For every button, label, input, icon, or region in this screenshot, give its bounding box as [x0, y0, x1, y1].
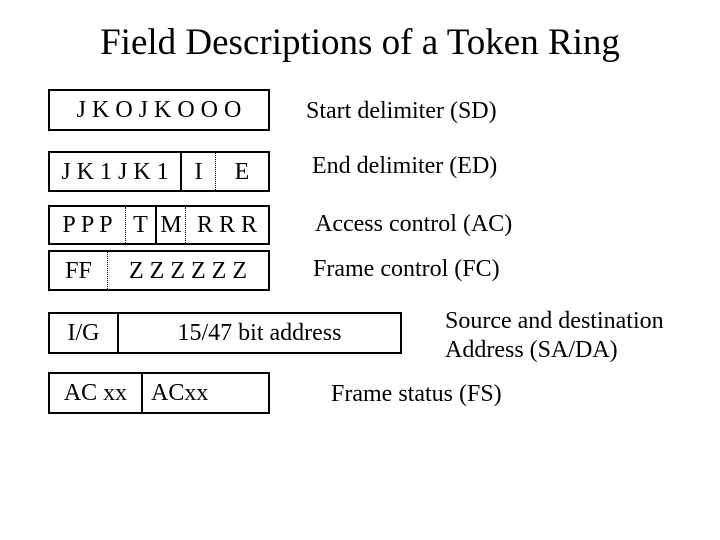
field-box-access-control: P P P T M R R R	[48, 205, 270, 245]
field-cell: AC xx	[50, 374, 143, 412]
field-label-line: Source and destination	[445, 308, 664, 334]
field-label-frame-status: Frame status (FS)	[331, 381, 502, 407]
field-cell: M	[157, 207, 186, 243]
field-box-end-delimiter: J K 1 J K 1 I E	[48, 151, 270, 192]
field-cell: R R R	[196, 212, 258, 238]
field-cell: J K O J K O O O	[76, 97, 242, 123]
field-cell: FF	[50, 252, 108, 289]
field-box-frame-control: FF Z Z Z Z Z Z	[48, 250, 270, 291]
field-label-frame-control: Frame control (FC)	[313, 256, 500, 282]
field-label-start-delimiter: Start delimiter (SD)	[306, 98, 497, 124]
field-box-start-delimiter: J K O J K O O O	[48, 89, 270, 131]
field-cell: J K 1 J K 1	[50, 153, 182, 190]
field-label-line: Address (SA/DA)	[445, 337, 618, 363]
field-box-address: I/G 15/47 bit address	[48, 312, 402, 354]
field-cell: Z Z Z Z Z Z	[129, 257, 247, 284]
page-title: Field Descriptions of a Token Ring	[100, 22, 620, 63]
field-cell: ACxx	[151, 380, 209, 406]
field-box-frame-status: AC xx ACxx	[48, 372, 270, 414]
field-cell: I/G	[50, 314, 119, 352]
field-cell: E	[234, 158, 250, 185]
field-label-address: Source and destination Address (SA/DA)	[445, 307, 664, 365]
field-label-access-control: Access control (AC)	[315, 211, 513, 237]
field-cell: 15/47 bit address	[177, 320, 342, 346]
field-cell: T	[126, 207, 157, 243]
field-label-end-delimiter: End delimiter (ED)	[312, 153, 498, 179]
field-cell: P P P	[50, 207, 126, 243]
field-cell: I	[182, 153, 216, 190]
